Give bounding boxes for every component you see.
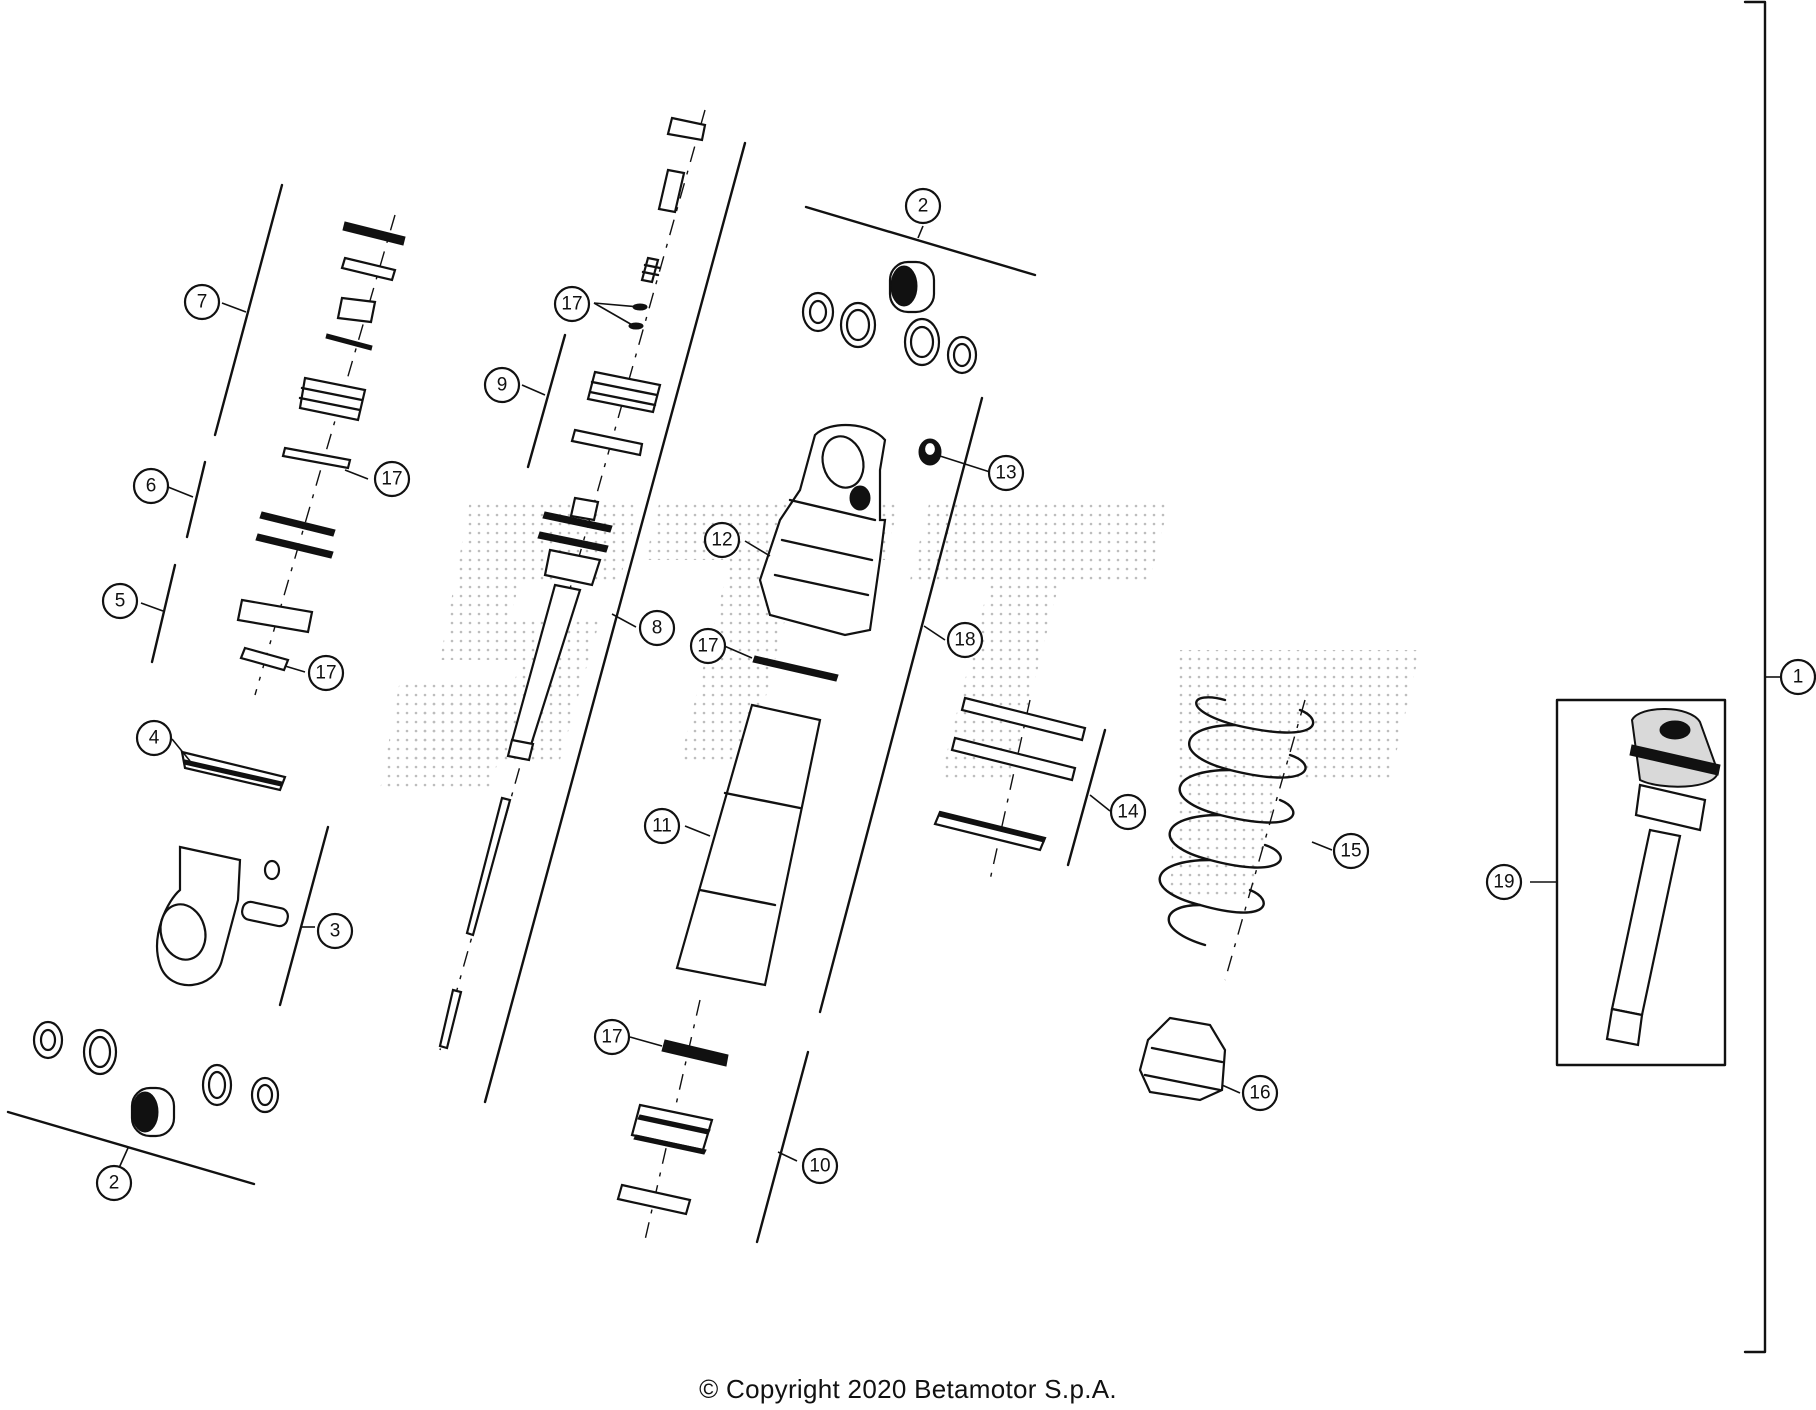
callout-15: 15	[1332, 832, 1370, 870]
svg-text:16: 16	[1249, 1083, 1270, 1104]
part-2-bearings-bottom	[32, 1020, 280, 1138]
callout-13: 13	[987, 454, 1025, 492]
svg-text:17: 17	[561, 294, 582, 315]
part-16-bump-stop	[1138, 1016, 1227, 1102]
part-8-piston-rod	[438, 496, 613, 1050]
svg-text:1: 1	[1793, 667, 1804, 688]
part-17-oring	[752, 655, 839, 682]
callout-7: 7	[183, 283, 221, 321]
callout-1: 1	[1779, 658, 1816, 696]
callout-5: 5	[101, 582, 139, 620]
part-3-eye	[155, 845, 289, 987]
part-7-stack	[281, 221, 406, 470]
svg-text:4: 4	[149, 728, 160, 749]
callout-17-group5: 17	[307, 654, 345, 692]
callout-2-bottom: 2	[95, 1164, 133, 1202]
callout-2-top: 2	[904, 187, 942, 225]
svg-text:7: 7	[197, 292, 208, 313]
assembly-bracket	[1743, 0, 1767, 1354]
callout-6: 6	[132, 467, 170, 505]
callout-9: 9	[483, 366, 521, 404]
svg-text:15: 15	[1340, 841, 1361, 862]
group-lines	[6, 141, 1107, 1244]
part-11-cylinder	[675, 703, 822, 987]
part-19-shaft	[1605, 708, 1721, 1047]
svg-text:17: 17	[601, 1027, 622, 1048]
leader-lines	[118, 225, 1557, 1169]
callout-17-top: 17	[553, 285, 591, 323]
svg-text:3: 3	[330, 921, 341, 942]
svg-text:11: 11	[652, 816, 672, 837]
svg-text:2: 2	[109, 1173, 120, 1194]
svg-text:14: 14	[1117, 802, 1139, 823]
part-5-seals	[236, 598, 314, 672]
part-15-spring	[1158, 696, 1315, 947]
part-6-washers	[255, 511, 336, 559]
svg-text:6: 6	[146, 476, 157, 497]
copyright-notice: © Copyright 2020 Betamotor S.p.A.	[699, 1374, 1117, 1404]
callout-10: 10	[801, 1147, 839, 1185]
callout-3: 3	[316, 912, 354, 950]
callout-17-bottom: 17	[593, 1018, 631, 1056]
callout-14: 14	[1109, 793, 1147, 831]
callout-4: 4	[135, 719, 173, 757]
part-10-stack	[616, 1039, 729, 1216]
part-14-collars	[933, 696, 1087, 852]
svg-text:19: 19	[1493, 872, 1514, 893]
svg-text:8: 8	[652, 618, 663, 639]
svg-text:17: 17	[381, 469, 402, 490]
svg-text:2: 2	[918, 196, 929, 217]
svg-text:12: 12	[711, 530, 732, 551]
svg-text:5: 5	[115, 591, 126, 612]
callout-18: 18	[946, 621, 984, 659]
part-9-rod-top	[570, 116, 707, 457]
svg-text:17: 17	[315, 663, 336, 684]
callout-16: 16	[1241, 1074, 1279, 1112]
callout-11: 11	[643, 807, 681, 845]
svg-text:17: 17	[697, 636, 718, 657]
part-12-body	[758, 423, 942, 637]
part-2-bearings-top	[801, 260, 978, 375]
svg-text:10: 10	[809, 1156, 830, 1177]
callout-19: 19	[1485, 863, 1523, 901]
svg-text:18: 18	[954, 630, 975, 651]
svg-text:9: 9	[497, 375, 508, 396]
callout-17-group7: 17	[373, 460, 411, 498]
callout-12: 12	[703, 521, 741, 559]
callout-8: 8	[638, 609, 676, 647]
svg-text:13: 13	[995, 463, 1016, 484]
callout-17-middle: 17	[689, 627, 727, 665]
